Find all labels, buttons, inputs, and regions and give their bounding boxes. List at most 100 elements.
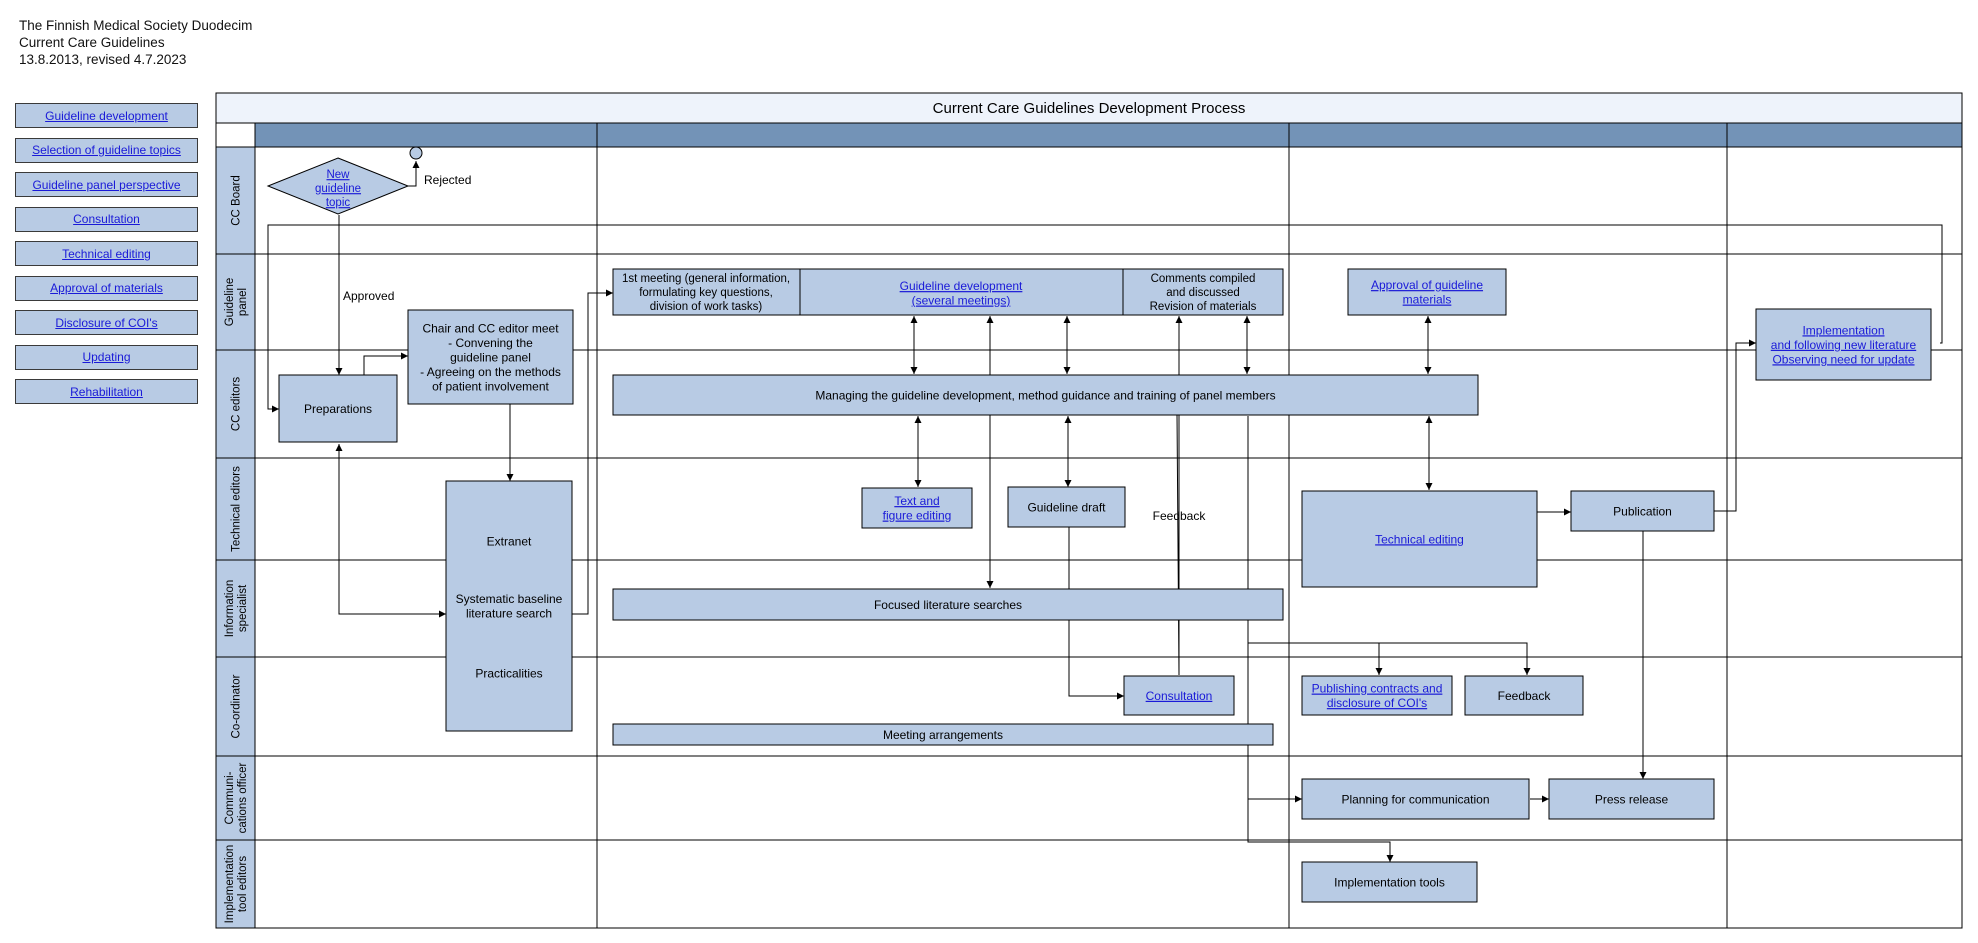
feedback-arrow-label: Feedback [1153,509,1207,523]
chair-cc-editor-meet-box-label: - Agreeing on the methods [420,365,561,379]
extranet-label: Extranet [487,534,532,548]
new-guideline-topic-label[interactable]: topic [326,197,351,209]
text-figure-editing-box-label[interactable]: figure editing [883,509,952,523]
publishing-contracts-box-shape [1301,675,1453,716]
consultation-box[interactable]: Consultation [1123,675,1235,716]
panel-meetings-shape [612,268,1284,316]
approval-of-materials-box-label[interactable]: materials [1403,293,1452,307]
guideline-development-link-label[interactable]: Guideline development [900,279,1023,293]
approval-of-materials-box-label[interactable]: Approval of guideline [1371,278,1483,292]
lane-label: CC editors [231,377,243,432]
chair-cc-editor-meet-box-label: - Convening the [448,336,533,350]
sidebar-item-guideline-development[interactable]: Guideline development [15,103,198,128]
preparations-extranet-arrow [335,444,446,618]
chair-cc-editor-meet-box: Chair and CC editor meet- Convening theg… [407,309,574,405]
comments-compiled-label: Comments compiled [1151,273,1256,285]
rejected-arrow [408,161,420,187]
planning-communication-box-shape [1301,778,1530,820]
sidebar-item-consultation[interactable]: Consultation [15,206,198,232]
implementation-tools-box-label: Implementation tools [1334,875,1445,889]
press-release-box-shape [1548,778,1715,820]
feedback-box-label: Feedback [1498,689,1552,703]
lane-label: Co-ordinator [231,674,243,738]
preparations-box: Preparations [278,374,398,443]
focused-literature-searches-box-label: Focused literature searches [874,598,1022,612]
update-loop-arrow [267,224,1943,413]
technical-editing-box-label[interactable]: Technical editing [1375,532,1464,546]
preparations-to-chair-arrow [363,352,408,375]
chair-cc-editor-meet-box-shape [407,309,574,405]
rejected-end-node [409,146,423,160]
lane-label: Guideline [224,278,236,327]
feedback-box: Feedback [1464,675,1584,716]
new-guideline-topic-label[interactable]: New [326,169,350,181]
publication-box: Publication [1570,490,1715,532]
feedback-box-shape [1464,675,1584,716]
press-release-box-label: Press release [1595,792,1669,806]
planning-communication-box: Planning for communication [1301,778,1530,820]
decision-shape [266,157,410,215]
publishing-contracts-box-label[interactable]: Publishing contracts and [1312,682,1443,696]
technical-editing-box-shape [1301,490,1538,588]
sidebar-item-technical-editing[interactable]: Technical editing [15,241,198,266]
meeting-arrangements-box-label: Meeting arrangements [883,728,1003,742]
document-header: The Finnish Medical Society Duodecim Cur… [19,17,252,68]
publication-box-shape [1570,490,1715,532]
rejected-label: Rejected [424,173,471,187]
new-guideline-topic-decision[interactable]: New guideline topic [266,157,410,215]
first-meeting-label: 1st meeting (general information, [622,273,790,285]
lane-header [215,457,256,561]
managing-development-box: Managing the guideline development, meth… [612,374,1479,416]
lane-label: Technical editors [231,466,243,552]
lane-label: cations officer [237,762,249,833]
sidebar-item-approval-of-materials[interactable]: Approval of materials [15,275,198,301]
lane-label: panel [237,288,249,316]
practicalities-label: Practicalities [475,666,542,680]
publication-box-label: Publication [1613,504,1672,518]
comments-compiled-label: and discussed [1166,287,1240,299]
lane-label: Implementation [224,845,236,924]
implementation-box-shape [1755,308,1932,381]
lane-header [215,349,256,459]
managing-development-box-label: Managing the guideline development, meth… [815,388,1275,402]
chair-cc-editor-meet-box-label: Chair and CC editor meet [422,321,559,335]
implementation-tools-box: Implementation tools [1301,861,1478,903]
text-figure-editing-box-label[interactable]: Text and [894,494,939,508]
sidebar-item-selection-of-guideline-topics[interactable]: Selection of guideline topics [15,137,198,163]
sidebar-item-updating[interactable]: Updating [15,344,198,370]
lane-header [215,146,256,255]
panel-meetings-box: 1st meeting (general information,formula… [612,268,1284,316]
consultation-box-label[interactable]: Consultation [1146,689,1213,703]
search-to-first-meeting-arrow [572,289,613,615]
sidebar-item-disclosure-of-coi-s[interactable]: Disclosure of COI's [15,310,198,335]
consultation-box-shape [1123,675,1235,716]
lane-label: Information [224,580,236,638]
preparations-box-label: Preparations [304,402,372,416]
implementation-box-label[interactable]: Observing need for update [1772,352,1914,366]
implementation-box-label[interactable]: and following new literature [1771,338,1917,352]
technical-editing-box[interactable]: Technical editing [1301,490,1538,588]
lane-label: CC Board [231,175,243,226]
lane-header [215,253,256,351]
implementation-tools-box-shape [1301,861,1478,903]
publishing-contracts-box-label[interactable]: disclosure of COI's [1327,696,1427,710]
sidebar-item-rehabilitation[interactable]: Rehabilitation [15,379,198,404]
focused-literature-searches-box: Focused literature searches [612,588,1284,621]
managing-development-box-shape [612,374,1479,416]
planning-communication-box-label: Planning for communication [1341,792,1489,806]
implementation-box-label[interactable]: Implementation [1802,323,1884,337]
new-guideline-topic-label[interactable]: guideline [315,183,361,195]
sidebar-item-guideline-panel-perspective[interactable]: Guideline panel perspective [15,172,198,197]
publication-to-implementation-arrow [1714,339,1756,512]
guideline-draft-box-label: Guideline draft [1027,500,1106,514]
document-title: Current Care Guidelines [19,35,165,50]
guideline-development-link-label[interactable]: (several meetings) [912,294,1011,308]
lane-label: Communi- [224,771,236,824]
comments-compiled-label: Revision of materials [1150,301,1257,313]
